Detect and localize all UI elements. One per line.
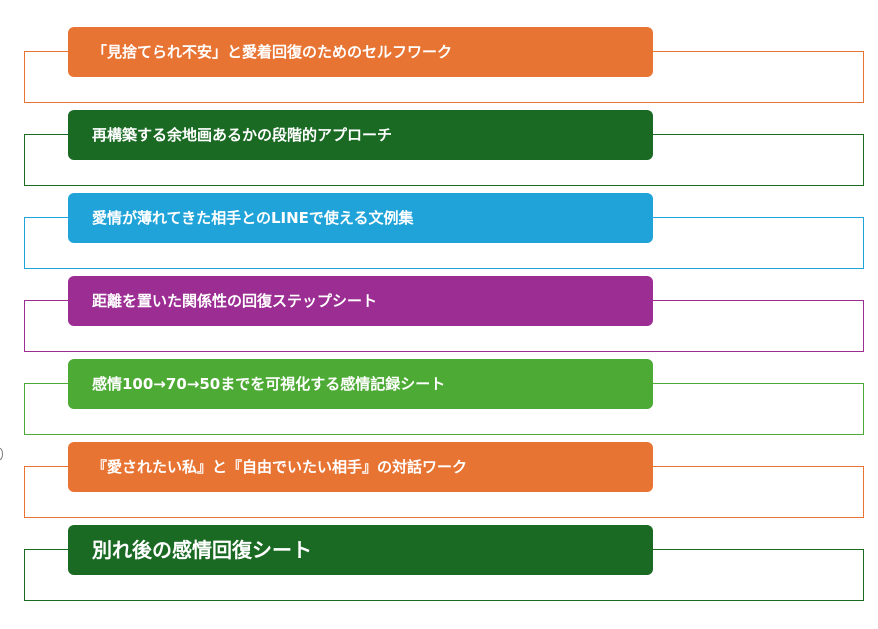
frame-top-line-left [24, 300, 68, 301]
frame-top-line-right [653, 51, 864, 52]
item-frame [24, 383, 864, 435]
frame-top-line-left [24, 51, 68, 52]
list-item: 『愛されたい私』と『自由でいたい相手』の対話ワーク [0, 442, 878, 518]
frame-top-line-left [24, 217, 68, 218]
item-title-button[interactable]: 感情100→70→50までを可視化する感情記録シート [68, 359, 653, 409]
frame-top-line-right [653, 217, 864, 218]
list-item: 愛情が薄れてきた相手とのLINEで使える文例集 [0, 193, 878, 269]
frame-top-line-right [653, 466, 864, 467]
item-title-button[interactable]: 「見捨てられ不安」と愛着回復のためのセルフワーク [68, 27, 653, 77]
frame-top-line-left [24, 549, 68, 550]
frame-top-line-left [24, 134, 68, 135]
frame-top-line-left [24, 383, 68, 384]
item-title-button[interactable]: 『愛されたい私』と『自由でいたい相手』の対話ワーク [68, 442, 653, 492]
item-frame [24, 217, 864, 269]
list-item: 感情100→70→50までを可視化する感情記録シート [0, 359, 878, 435]
item-frame [24, 51, 864, 103]
item-frame [24, 549, 864, 601]
item-title-button[interactable]: 愛情が薄れてきた相手とのLINEで使える文例集 [68, 193, 653, 243]
item-frame [24, 466, 864, 518]
item-frame [24, 300, 864, 352]
item-frame [24, 134, 864, 186]
list-item: 別れ後の感情回復シート [0, 525, 878, 601]
item-title-button[interactable]: 再構築する余地画あるかの段階的アプローチ [68, 110, 653, 160]
list-item: 距離を置いた関係性の回復ステップシート [0, 276, 878, 352]
frame-top-line-right [653, 383, 864, 384]
list-item: 「見捨てられ不安」と愛着回復のためのセルフワーク [0, 27, 878, 103]
frame-top-line-right [653, 300, 864, 301]
item-title-button[interactable]: 距離を置いた関係性の回復ステップシート [68, 276, 653, 326]
item-title-button[interactable]: 別れ後の感情回復シート [68, 525, 653, 575]
frame-top-line-right [653, 549, 864, 550]
frame-top-line-left [24, 466, 68, 467]
list-item: 再構築する余地画あるかの段階的アプローチ [0, 110, 878, 186]
frame-top-line-right [653, 134, 864, 135]
